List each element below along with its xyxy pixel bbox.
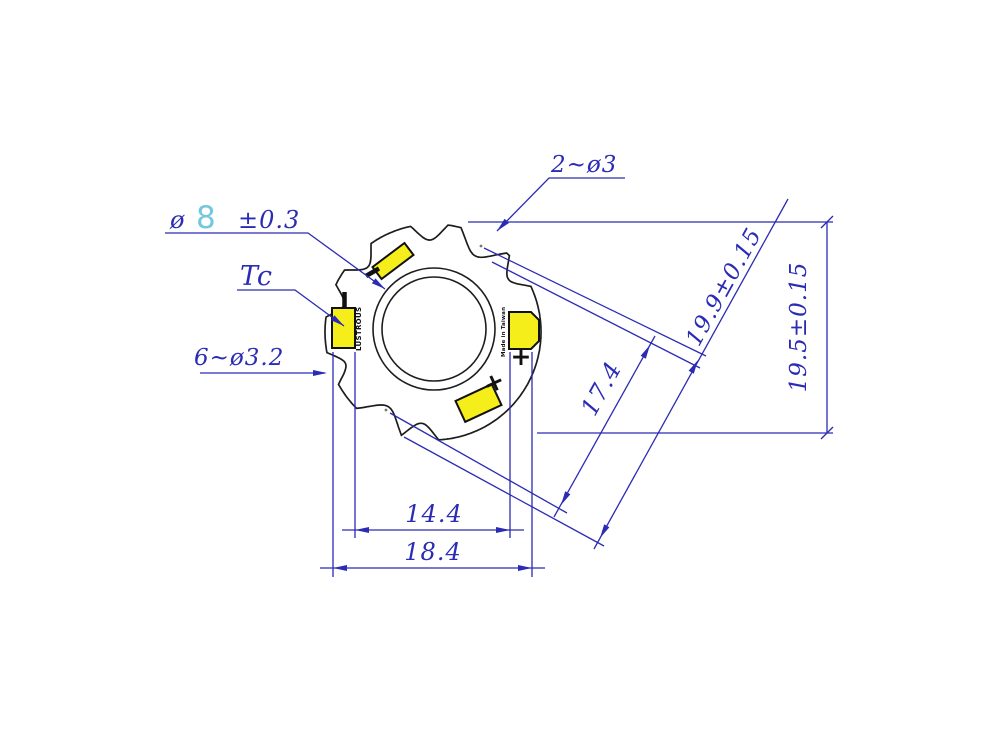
arrowhead [518, 565, 532, 571]
arrowhead [496, 527, 510, 533]
arrowhead [371, 278, 385, 289]
pad-inner-span-value: 14.4 [405, 500, 462, 528]
board-height-value: 19.5±0.15 [786, 262, 812, 393]
dimension-pad-outer-span: 18.4 [320, 352, 545, 577]
hole-span-inner-value: 17.4 [575, 357, 627, 421]
edge-notches-label: 6~ø3.2 [194, 345, 284, 371]
origin-text: Made in Taiwan [501, 307, 507, 357]
pad-outer-span-value: 18.4 [404, 538, 461, 566]
tick-mark [820, 215, 834, 229]
top-left-angled-pad [371, 241, 415, 281]
minus-polarity-mark-top [364, 266, 381, 278]
arrowhead [355, 527, 369, 533]
mounting-hole-center-top-right [479, 244, 483, 248]
tick-mark [820, 426, 834, 440]
arrowhead [600, 524, 610, 538]
dimension-pad-inner-span: 14.4 [342, 352, 524, 538]
dia-tolerance: ±0.3 [238, 206, 300, 234]
leader-mounting-holes: 2~ø3 [496, 152, 625, 232]
hole-span-outer-value: 19.9±0.15 [681, 224, 767, 351]
dia-value: 8 [196, 200, 216, 236]
diagonal-extension-lines [389, 247, 707, 547]
arrowhead [561, 491, 571, 505]
mounting-hole-center-bottom-left [384, 408, 388, 412]
arrowhead [688, 360, 698, 374]
leader-emitter-diameter: ø 8 ±0.3 [165, 200, 386, 290]
bottom-right-angled-pad [454, 382, 503, 424]
brand-text: LUSTROUS [355, 307, 363, 351]
arrowhead [333, 565, 347, 571]
arrowhead [330, 315, 344, 326]
dimension-board-height: 19.5±0.15 [468, 215, 834, 440]
dia-prefix: ø [169, 206, 185, 234]
mounting-holes-label: 2~ø3 [550, 152, 617, 178]
thermal-point-label: Tc [240, 261, 273, 292]
dimension-hole-span-inner: 17.4 [553, 335, 656, 518]
leader-thermal-point: Tc [237, 261, 345, 327]
arrowhead [313, 370, 327, 376]
emitter-inner-ring [381, 276, 487, 382]
leader-edge-notches: 6~ø3.2 [194, 345, 327, 376]
emitter-outer-ring [372, 267, 496, 391]
left-solder-pad [331, 307, 356, 349]
right-solder-pad [508, 311, 540, 350]
plus-polarity-mark-right: + [511, 342, 532, 371]
arrowhead [640, 345, 650, 359]
